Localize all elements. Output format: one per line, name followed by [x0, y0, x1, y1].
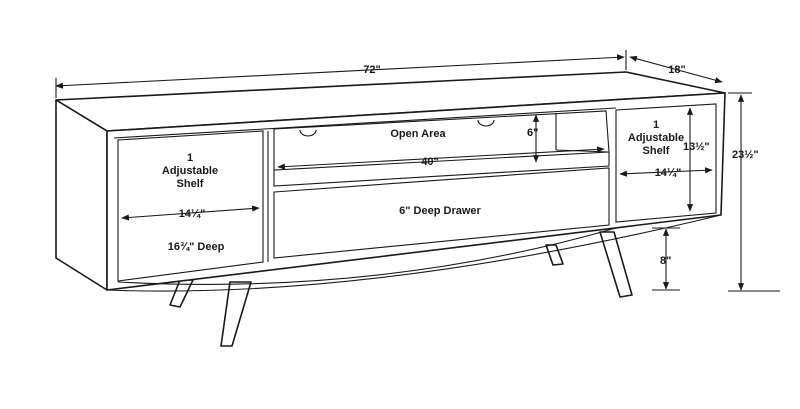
right-compartment — [615, 103, 717, 223]
back-right-leg — [545, 244, 564, 266]
left-shelf-width-dim-line — [121, 205, 260, 221]
open-width-dim-line — [277, 146, 605, 170]
height-label: 23½" — [732, 149, 759, 161]
legs — [169, 231, 633, 347]
leg-height-label: 8" — [660, 255, 671, 267]
drawer-front — [273, 167, 610, 259]
front-left-leg — [220, 281, 252, 347]
right-shelf-width-label: 14¼" — [655, 167, 682, 179]
width-label: 72" — [363, 64, 380, 76]
front-right-leg — [599, 231, 633, 298]
dimension-lines — [55, 50, 780, 292]
depth-dim-line — [629, 55, 723, 84]
cabinet-body — [55, 71, 726, 292]
open-area-label: Open Area — [390, 128, 446, 140]
labels: 72" 18" 23½" 8" Open Area 6" 40" 6" Deep… — [162, 64, 759, 267]
right-shelf-width-dim-line — [619, 167, 713, 177]
cable-hole-left — [299, 129, 317, 137]
left-shelf-width-label: 14¼" — [179, 208, 206, 220]
right-shelf-line2: Adjustable — [628, 132, 684, 144]
left-shelf-line1: 1 — [187, 152, 193, 164]
left-side-face — [55, 99, 108, 291]
left-compartment — [117, 130, 264, 282]
left-shelf-line2: Adjustable — [162, 165, 218, 177]
right-shelf-line1: 1 — [653, 119, 659, 131]
bottom-apron — [117, 227, 617, 285]
left-shelf-line3: Shelf — [177, 178, 204, 190]
open-height-label: 6" — [527, 127, 538, 139]
depth-label: 18" — [668, 64, 685, 76]
width-dim-line — [55, 54, 625, 89]
right-shelf-line3: Shelf — [643, 145, 670, 157]
right-shelf-height-label: 13½" — [683, 141, 710, 153]
front-inner-edge — [113, 107, 617, 139]
cable-hole-right — [477, 119, 495, 127]
drawer-label: 6" Deep Drawer — [399, 205, 481, 217]
left-depth-label: 16¾" Deep — [168, 241, 225, 253]
open-width-label: 40" — [421, 156, 438, 168]
